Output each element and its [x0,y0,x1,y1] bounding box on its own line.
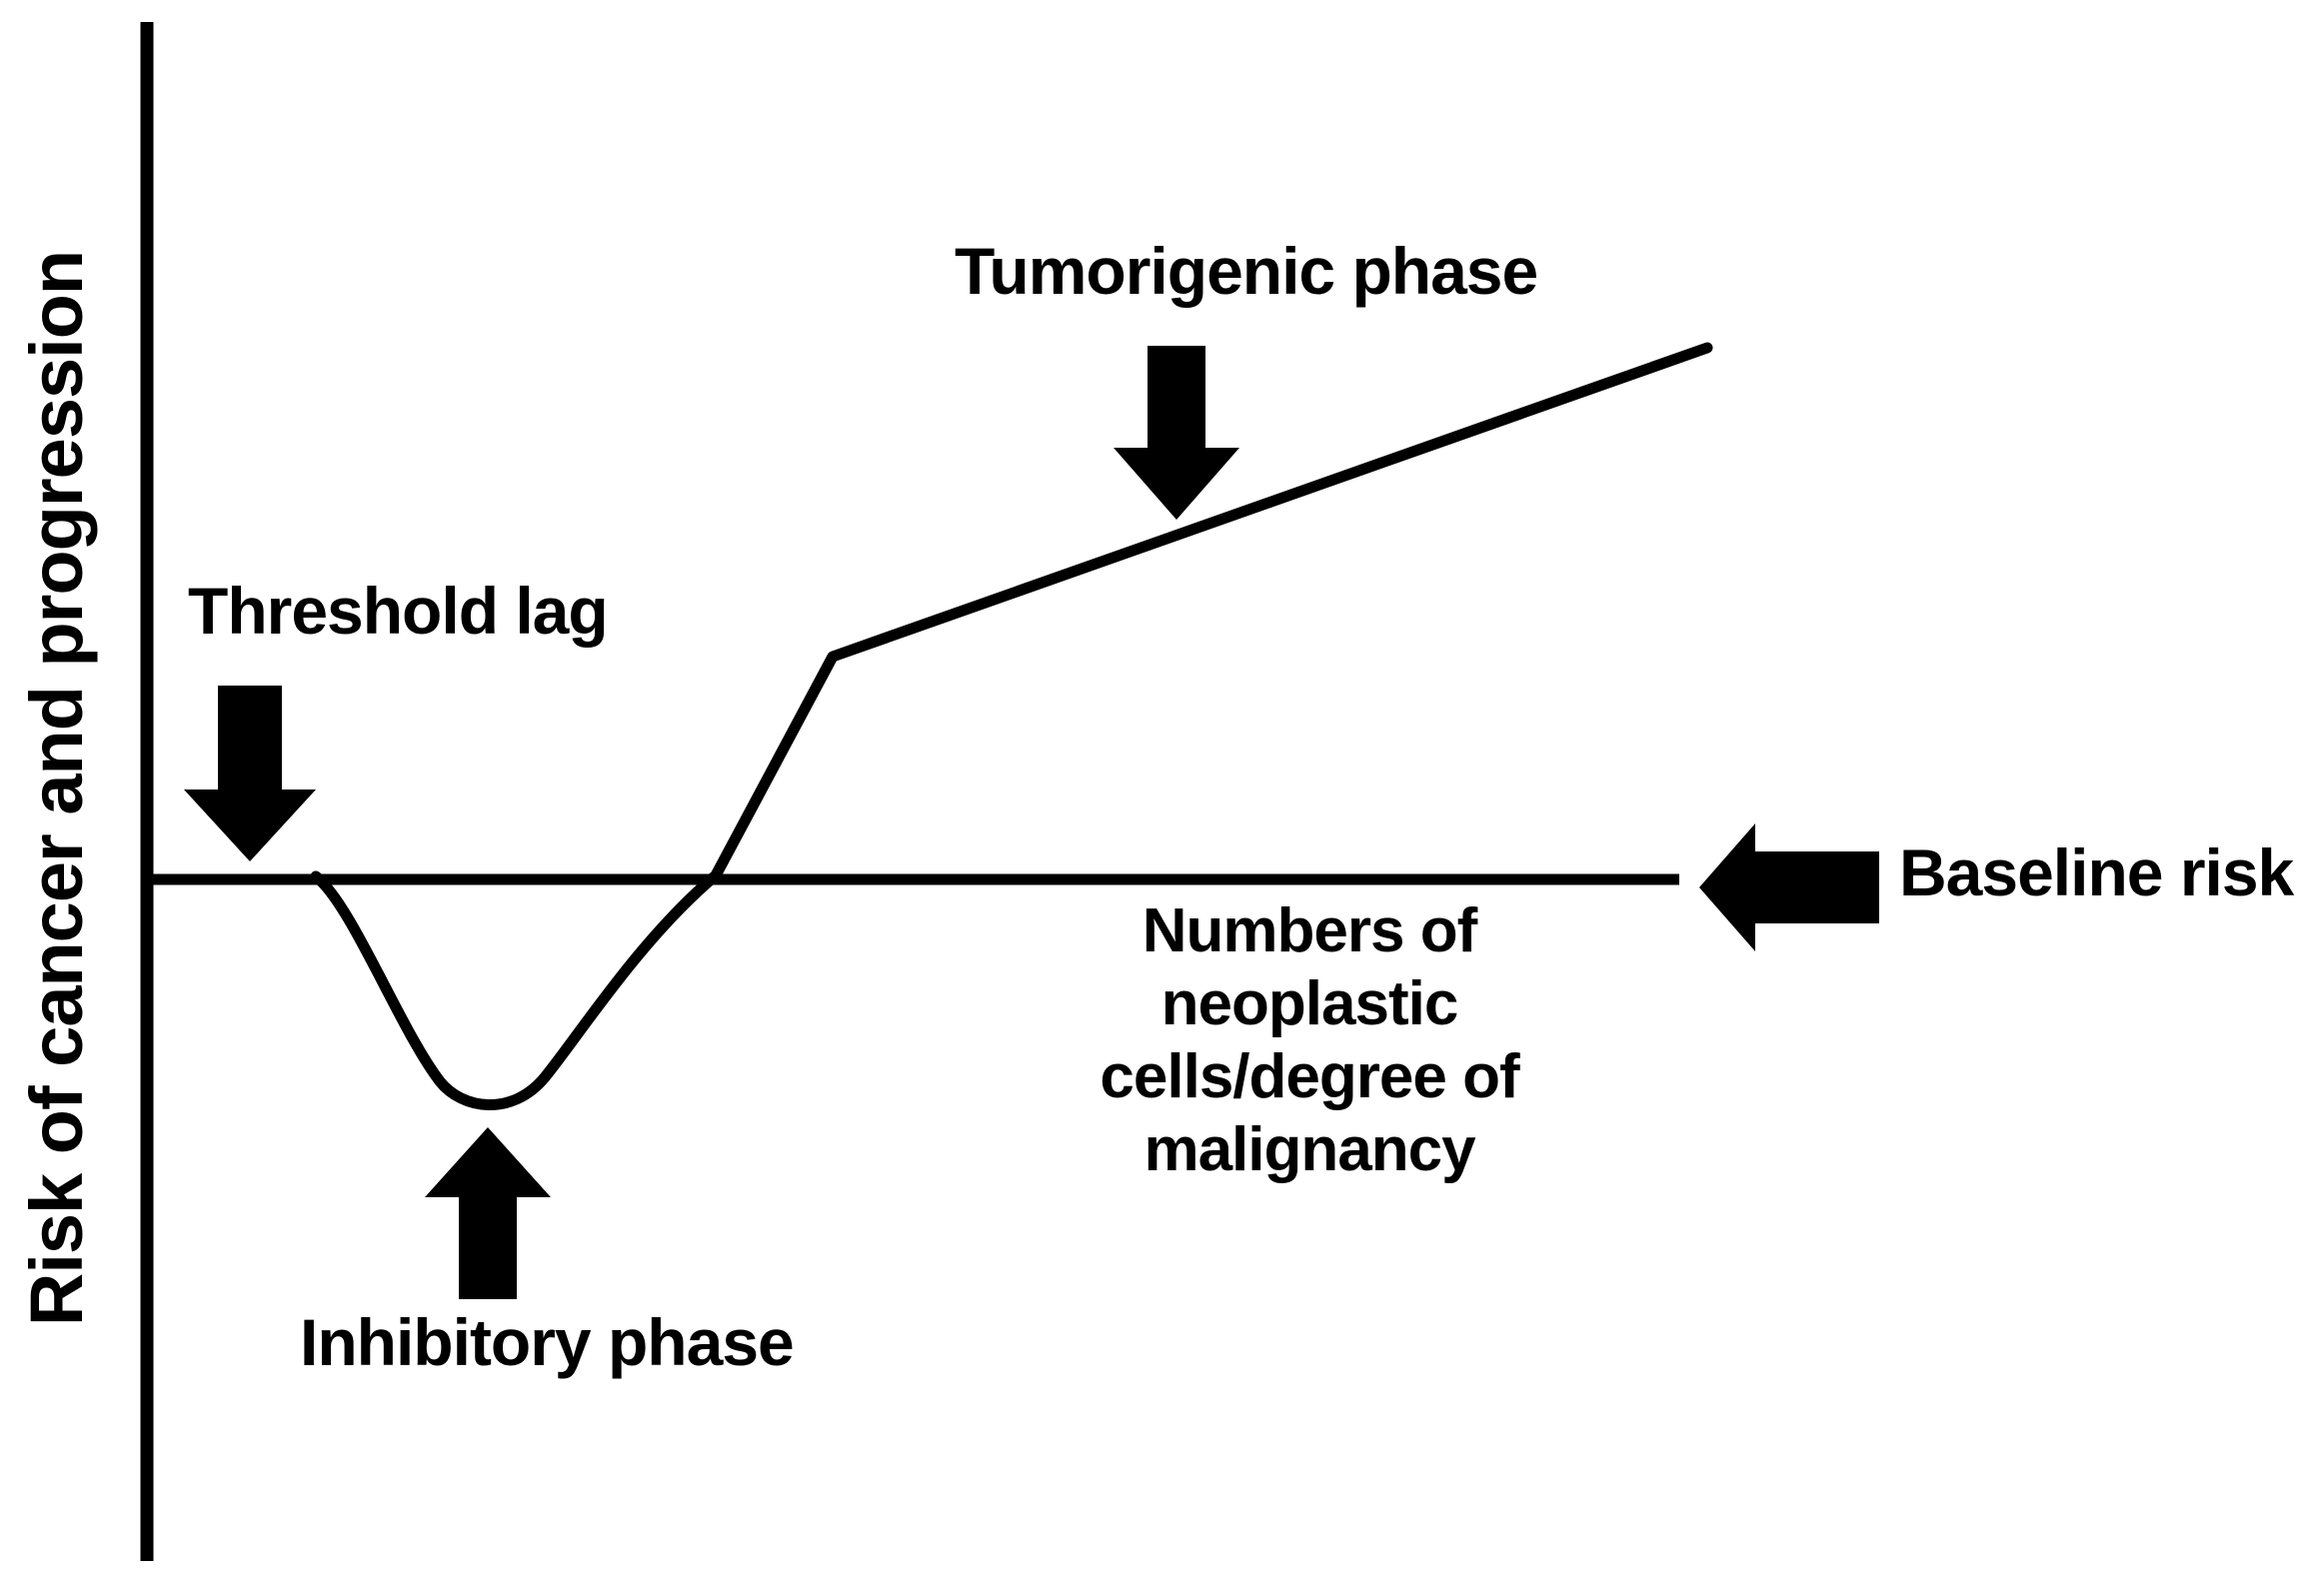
x-axis-label-line-1: Numbers of [1142,896,1477,965]
x-axis-label: Numbers of neoplastic cells/degree of ma… [1075,894,1544,1187]
x-axis-label-line-4: malignancy [1144,1115,1475,1185]
baseline-risk-arrow [1699,823,1879,951]
annotation-tumorigenic-phase: Tumorigenic phase [955,234,1538,308]
threshold-lag-arrow [184,686,316,861]
risk-trajectory-curve [310,342,1713,1110]
annotation-inhibitory-phase: Inhibitory phase [300,1305,795,1379]
tumorigenic-phase-arrow [1114,346,1239,520]
inhibitory-phase-arrow [425,1127,551,1299]
x-axis-label-line-3: cells/degree of [1100,1042,1519,1112]
annotation-threshold-lag: Threshold lag [188,574,609,648]
x-axis-label-line-2: neoplastic [1161,969,1459,1039]
annotation-baseline-risk: Baseline risk [1899,835,2294,909]
